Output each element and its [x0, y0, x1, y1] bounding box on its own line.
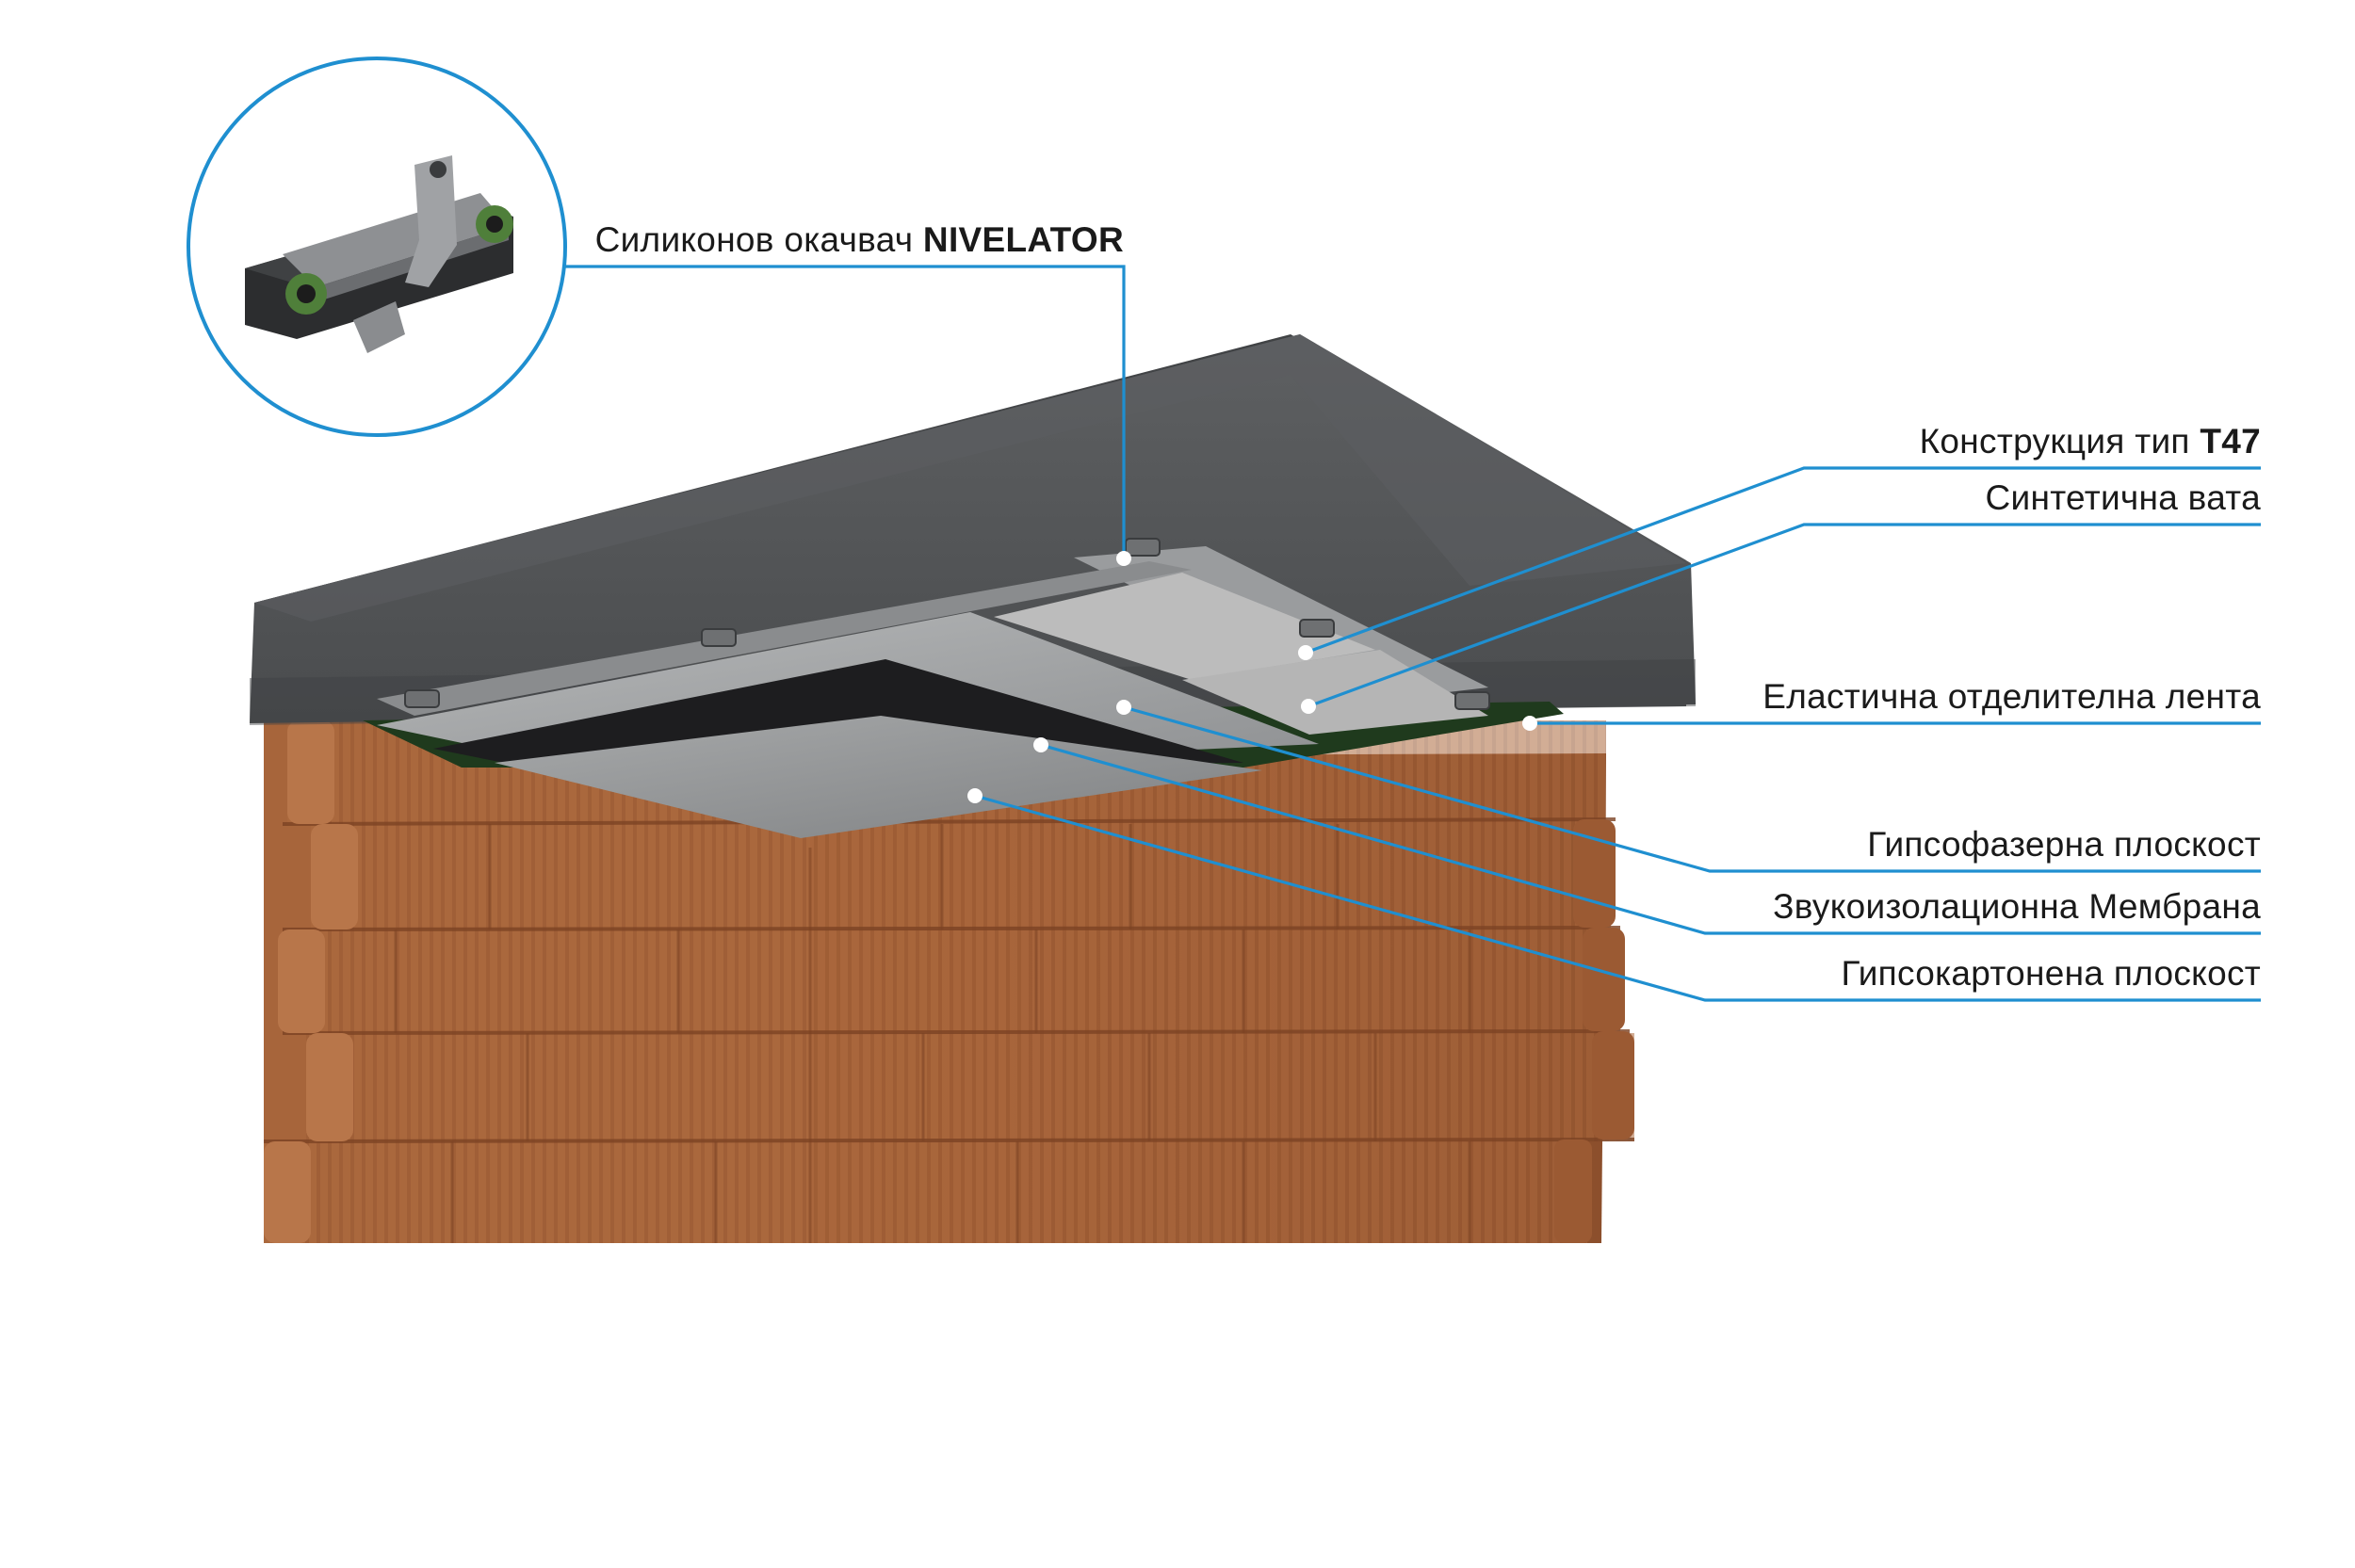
drywall-board	[495, 716, 1262, 838]
labels: Силиконов окачвач NIVELATOR Конструкция …	[595, 220, 2262, 993]
t47-profile-front	[377, 561, 1192, 716]
label-t47: Конструкция тип T47	[1920, 422, 2261, 461]
leader-wool	[1307, 523, 2261, 708]
leader-membrane	[1040, 743, 2261, 935]
leader-nivelator	[563, 265, 1126, 558]
synthetic-wool-panel-1	[994, 573, 1375, 680]
hanger-brackets	[404, 538, 1490, 710]
leader-drywall	[974, 794, 2261, 1002]
nivelator-inset	[187, 57, 567, 437]
synthetic-wool-panel-2	[1182, 650, 1488, 735]
ceiling-layers	[377, 538, 1490, 838]
leader-dots	[967, 551, 1537, 803]
label-gypsum-fiber: Гипсофазерна плоскост	[1867, 825, 2261, 864]
leader-t47	[1305, 466, 2261, 655]
label-nivelator: Силиконов окачвач NIVELATOR	[595, 220, 1124, 259]
leader-gypsum-fiber	[1123, 705, 2261, 873]
label-wool: Синтетична вата	[1986, 478, 2262, 517]
leader-lines	[563, 265, 2261, 1002]
label-drywall: Гипсокартонена плоскост	[1841, 954, 2261, 993]
label-tape: Еластична отделителна лента	[1762, 677, 2261, 716]
label-membrane: Звукоизолационна Мембрана	[1773, 887, 2261, 926]
